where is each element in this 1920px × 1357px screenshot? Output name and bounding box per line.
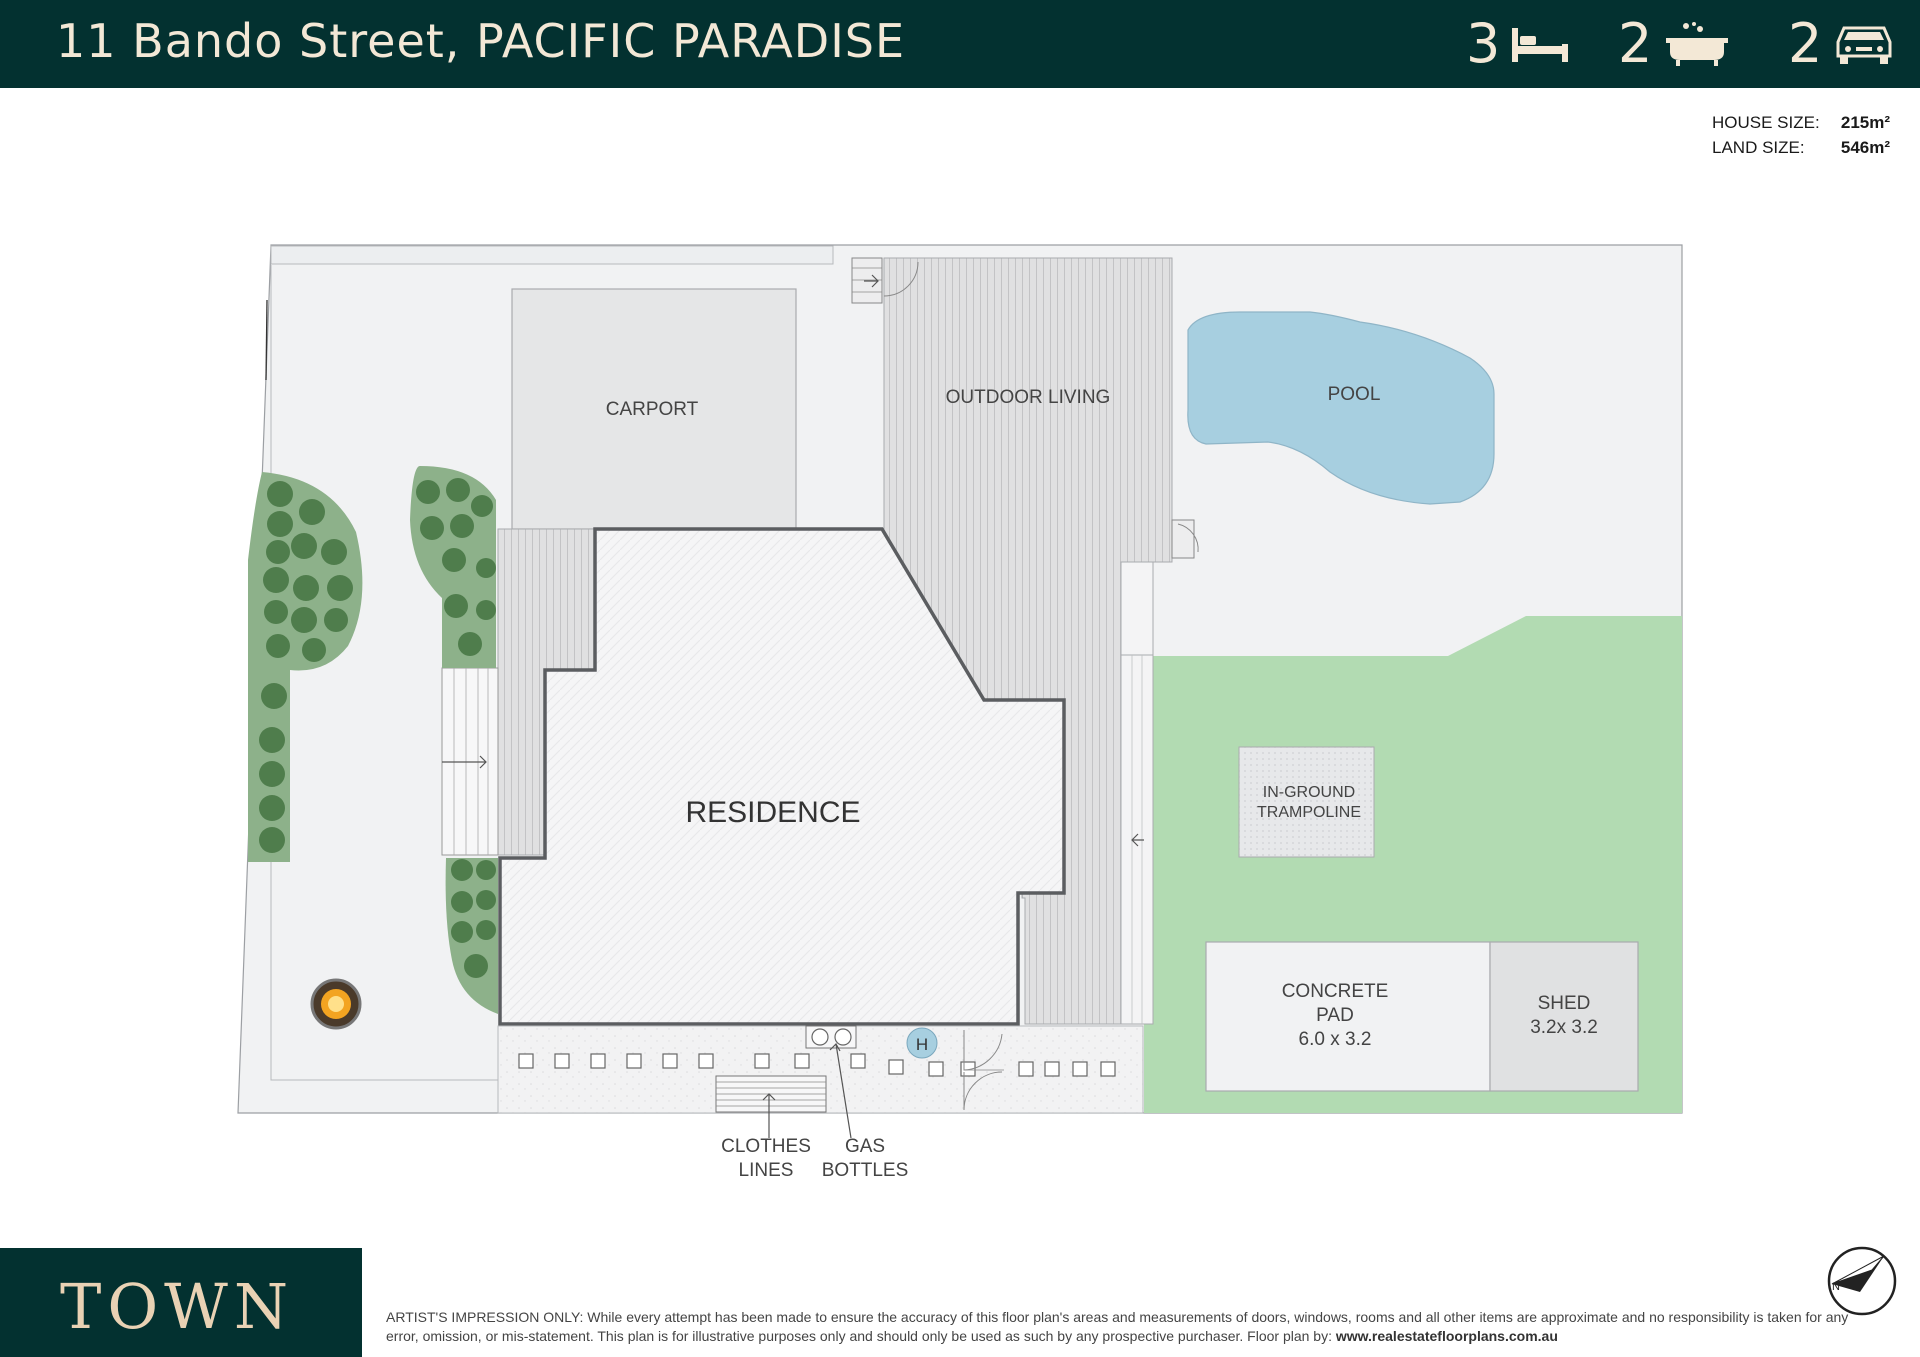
website-link[interactable]: www.realestatefloorplans.com.au bbox=[1335, 1328, 1558, 1344]
property-sizes: HOUSE SIZE: 215m² LAND SIZE: 546m² bbox=[1712, 110, 1890, 160]
hot-water-label: H bbox=[916, 1035, 928, 1054]
concrete-pad bbox=[1205, 941, 1491, 1092]
gas-bottles-label-1: GAS bbox=[845, 1136, 885, 1157]
in-ground-trampoline bbox=[1238, 746, 1375, 858]
stepping-stones bbox=[518, 1053, 1116, 1077]
side-gate bbox=[963, 1030, 1004, 1111]
property-address: 11 Bando Street, PACIFIC PARADISE bbox=[56, 14, 906, 68]
bed-icon bbox=[1512, 28, 1568, 62]
trees-inner bbox=[416, 478, 496, 656]
north-compass-icon: N bbox=[1827, 1246, 1897, 1316]
car-icon bbox=[1836, 26, 1892, 64]
concrete-pad-label-1: CONCRETE bbox=[1282, 981, 1389, 1002]
clothes-lines-label-2: LINES bbox=[739, 1160, 794, 1181]
bedroom-count: 3 bbox=[1466, 12, 1501, 75]
trampoline-label-2: TRAMPOLINE bbox=[1257, 804, 1361, 821]
residence-label: RESIDENCE bbox=[685, 796, 860, 829]
door-swing-top bbox=[883, 261, 919, 297]
trees-left bbox=[259, 481, 353, 853]
land-size-row: LAND SIZE: 546m² bbox=[1712, 135, 1890, 160]
trees-lower bbox=[451, 859, 496, 978]
disclaimer-text: ARTIST'S IMPRESSION ONLY: While every at… bbox=[386, 1309, 1849, 1344]
shed bbox=[1489, 941, 1639, 1092]
gas-bottles-label-2: BOTTLES bbox=[822, 1160, 909, 1181]
gas-callout-arrow bbox=[829, 1043, 852, 1139]
land-size-value: 546m² bbox=[1840, 138, 1890, 157]
arrow-icon bbox=[442, 755, 487, 769]
front-path bbox=[270, 245, 834, 265]
shed-label: SHED bbox=[1538, 993, 1591, 1014]
header-bar: 11 Bando Street, PACIFIC PARADISE 3 2 2 bbox=[0, 0, 1920, 88]
house-size-value: 215m² bbox=[1840, 113, 1890, 132]
arrow-icon bbox=[1131, 833, 1144, 847]
svg-text:N: N bbox=[1832, 1281, 1840, 1293]
side-walkway bbox=[1120, 561, 1154, 1025]
disclaimer: ARTIST'S IMPRESSION ONLY: While every at… bbox=[386, 1308, 1866, 1346]
arrow-icon bbox=[864, 274, 879, 288]
carport-label: CARPORT bbox=[606, 399, 699, 420]
concrete-pad-label-2: PAD bbox=[1316, 1005, 1354, 1026]
boundary-marker bbox=[265, 299, 268, 381]
trampoline-label-1: IN-GROUND bbox=[1263, 784, 1355, 801]
pool bbox=[1187, 311, 1495, 505]
clothes-callout-arrow bbox=[762, 1093, 776, 1138]
clothes-lines-label-1: CLOTHES bbox=[721, 1136, 811, 1157]
brand-logo: TOWN bbox=[0, 1248, 362, 1357]
car-count: 2 bbox=[1788, 12, 1823, 75]
house-size-label: HOUSE SIZE: bbox=[1712, 113, 1820, 132]
bath-icon bbox=[1666, 22, 1728, 66]
concrete-pad-size: 6.0 x 3.2 bbox=[1299, 1029, 1372, 1050]
pool-label: POOL bbox=[1328, 384, 1381, 405]
residence bbox=[498, 527, 1066, 1026]
house-size-row: HOUSE SIZE: 215m² bbox=[1712, 110, 1890, 135]
shed-size: 3.2x 3.2 bbox=[1530, 1017, 1598, 1038]
bathroom-count: 2 bbox=[1618, 12, 1653, 75]
carport bbox=[511, 288, 797, 530]
logo-text: TOWN bbox=[60, 1270, 295, 1343]
land-size-label: LAND SIZE: bbox=[1712, 138, 1805, 157]
outdoor-living-label: OUTDOOR LIVING bbox=[946, 387, 1111, 408]
hot-water-unit bbox=[906, 1027, 938, 1059]
